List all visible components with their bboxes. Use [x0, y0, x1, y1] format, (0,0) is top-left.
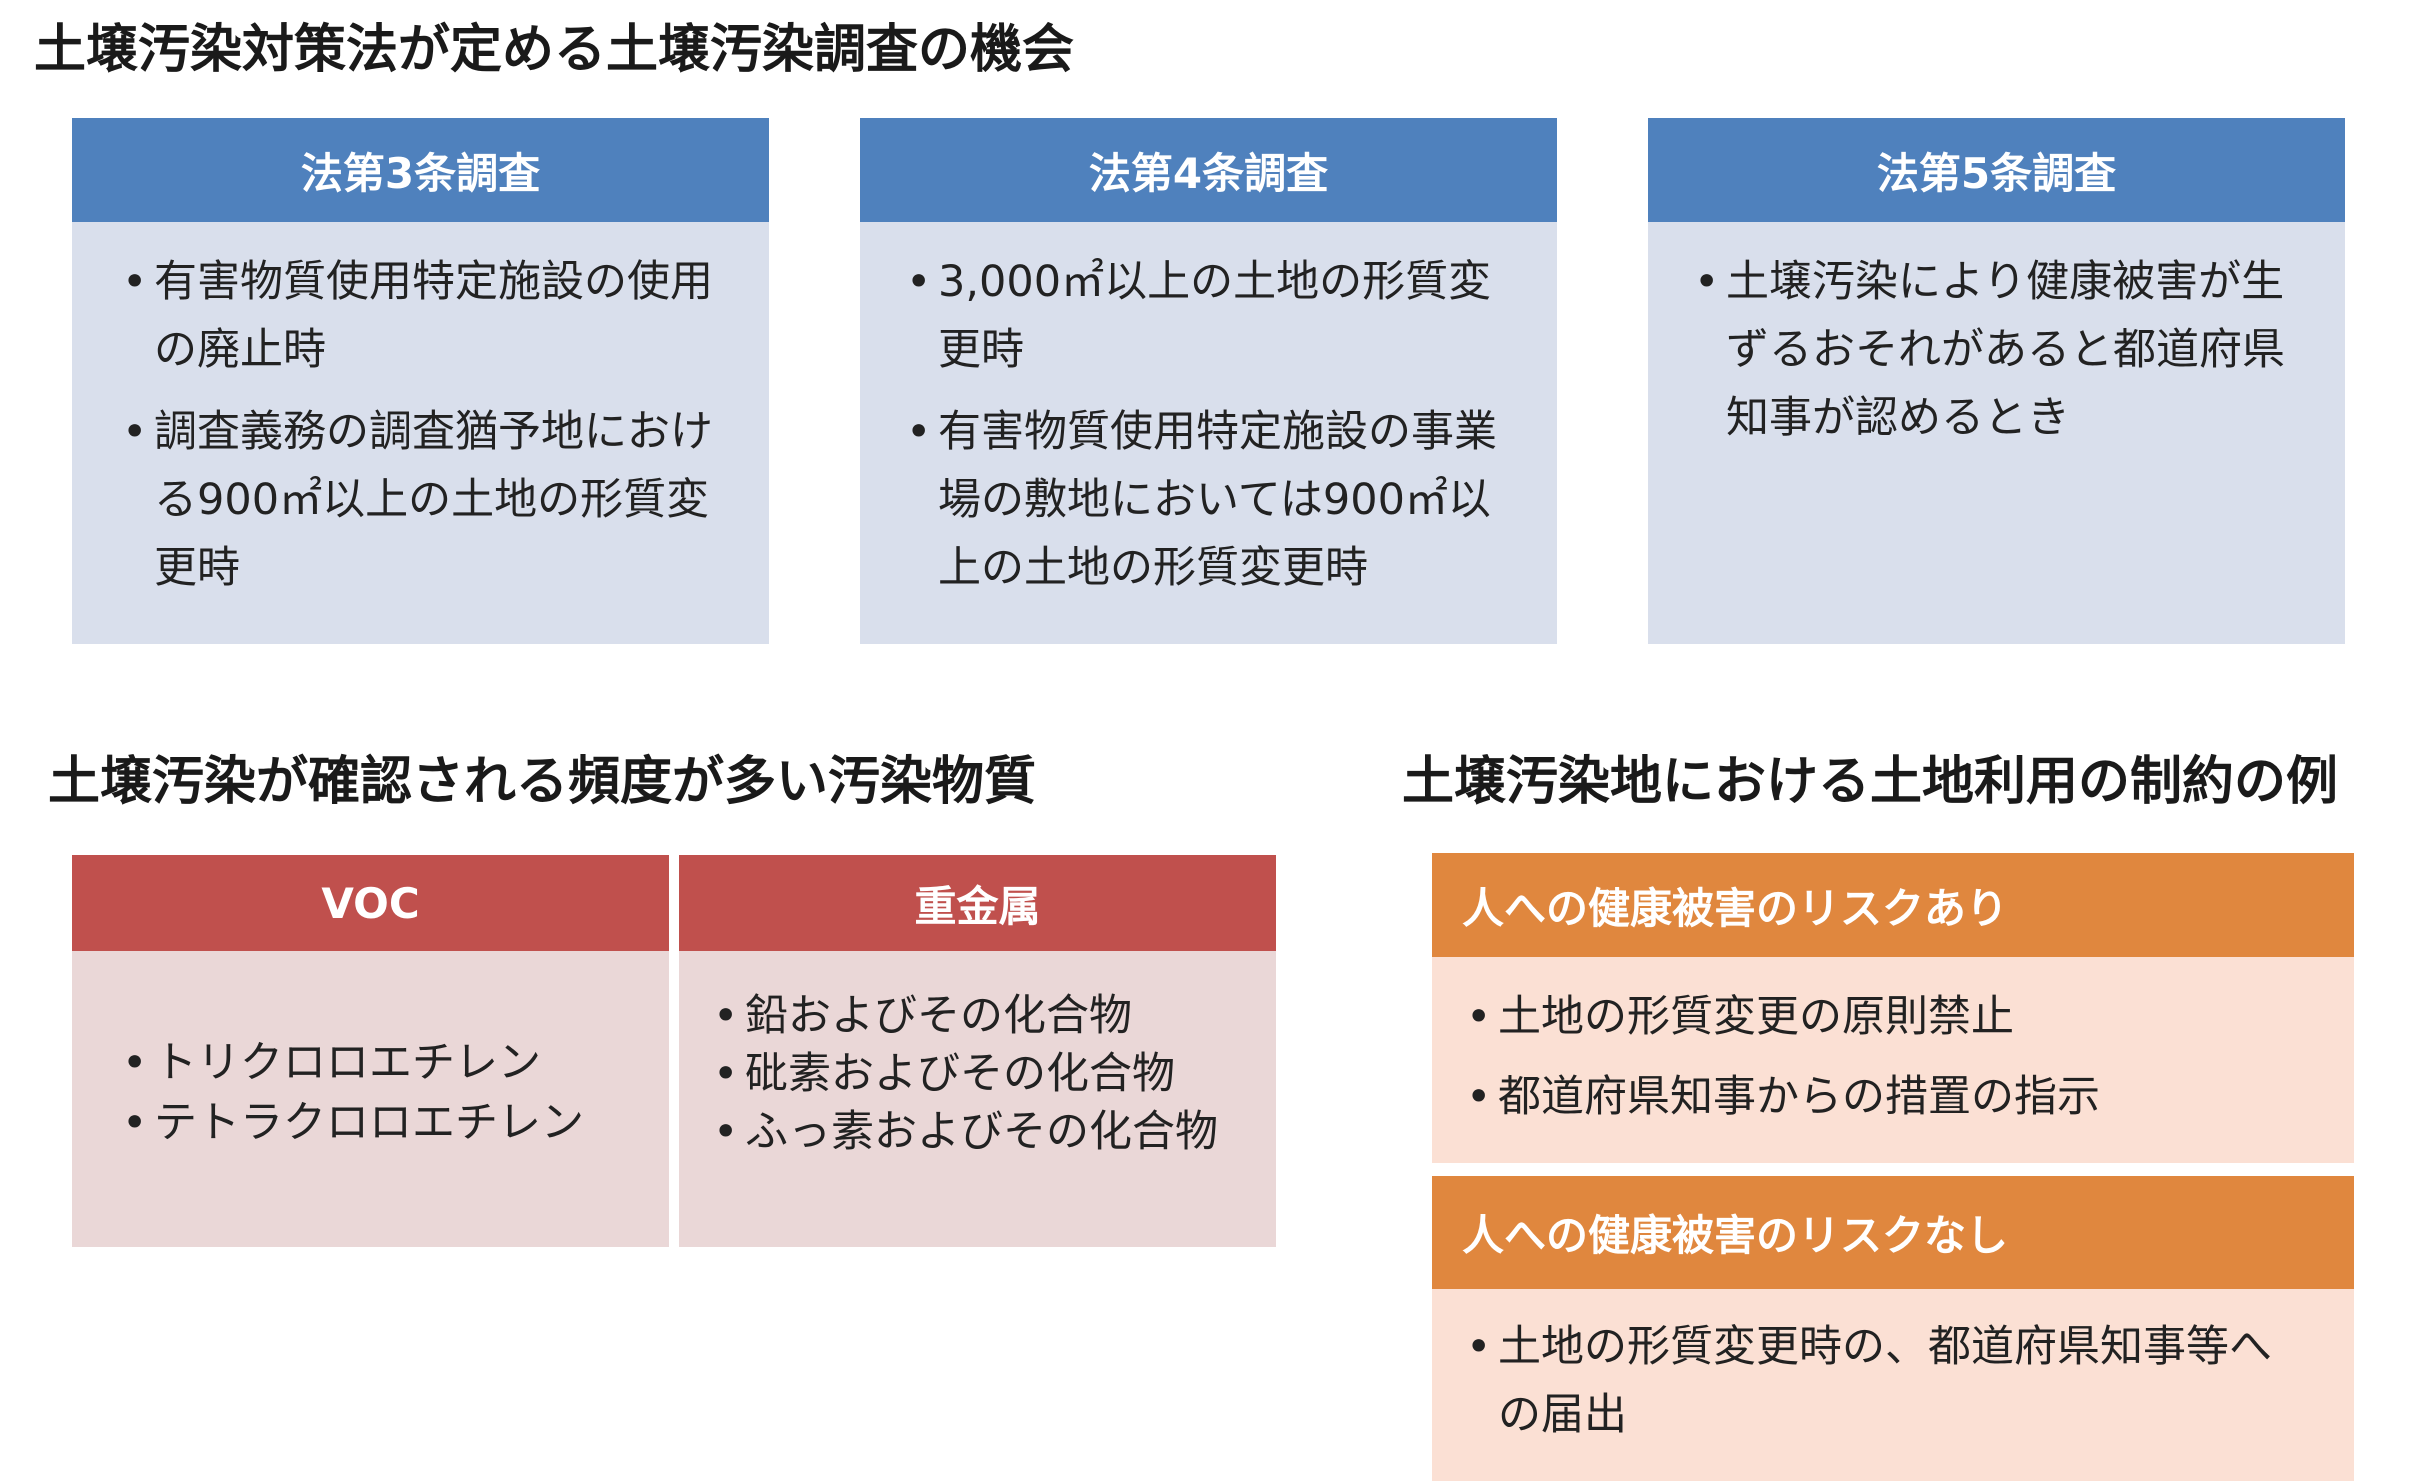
risk-present-header: 人への健康被害のリスクあり [1432, 853, 2354, 957]
list-item: 土壌汚染により健康被害が生ずるおそれがあると都道府県知事が認めるとき [1682, 248, 2315, 452]
list-item: トリクロロエチレン [110, 1033, 584, 1093]
list-item: 鉛およびその化合物 [701, 987, 1218, 1045]
voc-header: VOC [72, 855, 669, 951]
pollutants-section-title: 土壌汚染が確認される頻度が多い汚染物質 [48, 752, 1037, 812]
law-5-survey-body: 土壌汚染により健康被害が生ずるおそれがあると都道府県知事が認めるとき [1648, 222, 2345, 644]
law-5-survey-box: 法第5条調査 土壌汚染により健康被害が生ずるおそれがあると都道府県知事が認めると… [1648, 118, 2345, 644]
law-5-survey-header: 法第5条調査 [1648, 118, 2345, 222]
list-item: テトラクロロエチレン [110, 1093, 584, 1153]
list-item: 調査義務の調査猶予地における900㎡以上の土地の形質変更時 [110, 398, 735, 602]
list-item: 土地の形質変更時の、都道府県知事等への届出 [1454, 1313, 2314, 1449]
law-4-survey-body: 3,000㎡以上の土地の形質変更時 有害物質使用特定施設の事業場の敷地においては… [860, 222, 1557, 644]
risk-present-box: 人への健康被害のリスクあり 土地の形質変更の原則禁止 都道府県知事からの措置の指… [1432, 853, 2354, 1163]
list-item: 有害物質使用特定施設の使用の廃止時 [110, 248, 735, 384]
law-3-survey-header: 法第3条調査 [72, 118, 769, 222]
voc-box: VOC トリクロロエチレン テトラクロロエチレン [72, 855, 669, 1247]
survey-section-title: 土壌汚染対策法が定める土壌汚染調査の機会 [34, 20, 1075, 80]
heavy-metals-header: 重金属 [679, 855, 1276, 951]
list-item: ふっ素およびその化合物 [701, 1103, 1218, 1161]
law-4-survey-box: 法第4条調査 3,000㎡以上の土地の形質変更時 有害物質使用特定施設の事業場の… [860, 118, 1557, 644]
list-item: 土地の形質変更の原則禁止 [1454, 983, 2324, 1051]
law-3-survey-body: 有害物質使用特定施設の使用の廃止時 調査義務の調査猶予地における900㎡以上の土… [72, 222, 769, 644]
risk-absent-header: 人への健康被害のリスクなし [1432, 1176, 2354, 1289]
voc-body: トリクロロエチレン テトラクロロエチレン [72, 951, 669, 1247]
risk-absent-body: 土地の形質変更時の、都道府県知事等への届出 [1432, 1289, 2354, 1481]
list-item: 砒素およびその化合物 [701, 1045, 1218, 1103]
list-item: 都道府県知事からの措置の指示 [1454, 1063, 2324, 1131]
heavy-metals-box: 重金属 鉛およびその化合物 砒素およびその化合物 ふっ素およびその化合物 [679, 855, 1276, 1247]
law-3-survey-box: 法第3条調査 有害物質使用特定施設の使用の廃止時 調査義務の調査猶予地における9… [72, 118, 769, 644]
list-item: 3,000㎡以上の土地の形質変更時 [894, 248, 1527, 384]
restrictions-section-title: 土壌汚染地における土地利用の制約の例 [1402, 752, 2339, 812]
risk-present-body: 土地の形質変更の原則禁止 都道府県知事からの措置の指示 [1432, 957, 2354, 1163]
law-4-survey-header: 法第4条調査 [860, 118, 1557, 222]
heavy-metals-body: 鉛およびその化合物 砒素およびその化合物 ふっ素およびその化合物 [679, 951, 1276, 1247]
list-item: 有害物質使用特定施設の事業場の敷地においては900㎡以上の土地の形質変更時 [894, 398, 1527, 602]
risk-absent-box: 人への健康被害のリスクなし 土地の形質変更時の、都道府県知事等への届出 [1432, 1176, 2354, 1481]
